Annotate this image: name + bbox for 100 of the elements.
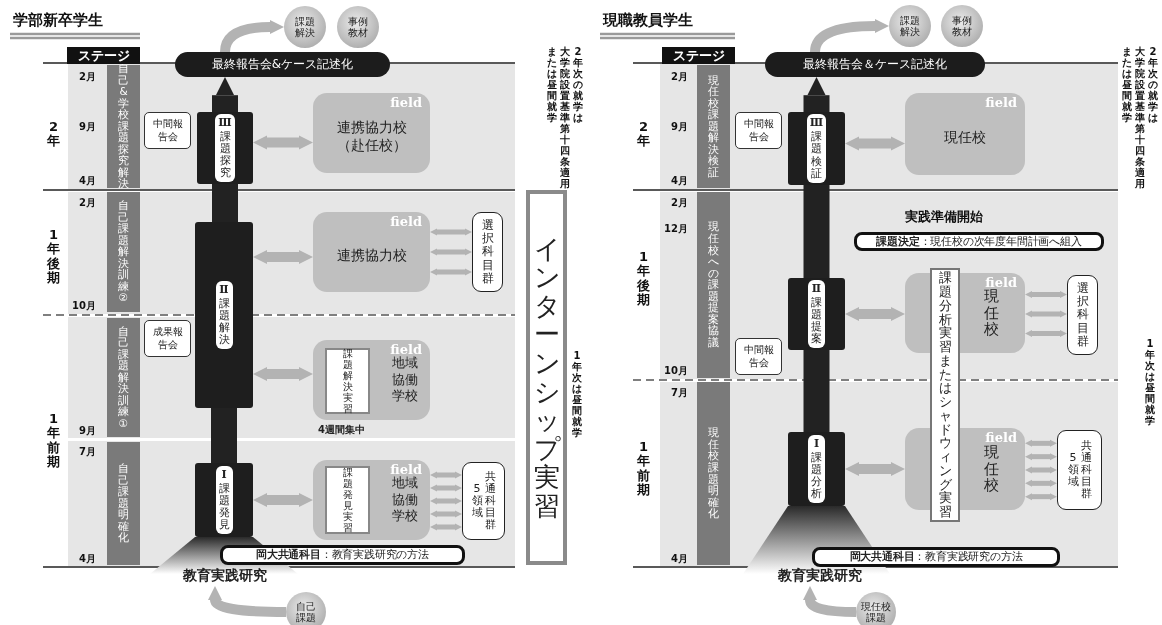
stage-bar [107, 442, 140, 565]
panel-title: 現職教員学生 [603, 11, 693, 30]
double-arrow [1025, 310, 1067, 318]
month-label: 4月 [79, 174, 96, 188]
report-box [735, 112, 782, 149]
course-list-label: 5領域 [471, 482, 483, 520]
month-label: 9月 [671, 120, 688, 134]
double-arrow [845, 462, 905, 476]
stage-title: 自己課題解決訓練② [118, 200, 129, 304]
stage-title: 自己&学校課題探究解決 [118, 63, 129, 190]
report-label: 中間報告会 [152, 118, 183, 143]
field-tag: field [390, 215, 422, 230]
course-pill [854, 232, 1104, 251]
outcome-circle [941, 5, 983, 47]
double-arrow [430, 268, 472, 276]
curved-arrow [803, 586, 857, 617]
report-label: 成果報告会 [152, 326, 183, 351]
stage-bar [107, 192, 140, 312]
outcome-circle [856, 592, 896, 625]
double-arrow [1025, 330, 1067, 337]
course-list-box [1067, 275, 1098, 355]
stage-block [197, 112, 253, 184]
note-text: または昼間就学 [1122, 46, 1132, 123]
practice-box [930, 268, 960, 522]
month-label: 2月 [671, 196, 688, 210]
circle-label: 事例教材 [952, 15, 972, 37]
month-label: 10月 [664, 364, 688, 378]
stage-title: 自己課題明確化 [118, 463, 129, 544]
double-arrow [253, 493, 313, 507]
field-tag: field [985, 96, 1017, 111]
pill-label: 最終報告会&ケース記述化 [211, 56, 354, 73]
report-label: 中間報告会 [743, 118, 774, 143]
research-heading: 教育実践研究 [183, 567, 267, 585]
stage-bar [107, 318, 140, 437]
stage-block [788, 432, 845, 506]
field-box [313, 460, 430, 540]
course-list-label: 共通科目群 [484, 470, 496, 532]
period-label: 1年後期 [637, 250, 650, 308]
stage-numeral: Ⅲ [809, 117, 824, 130]
stage-title: 現任校課題解決検証 [708, 74, 719, 179]
month-label: 7月 [671, 386, 688, 400]
outcome-circle [889, 5, 931, 47]
arrow [803, 77, 830, 112]
curved-arrow [810, 19, 889, 53]
connector-line [803, 185, 830, 278]
month-label: 4月 [79, 552, 96, 566]
period-label: 1年前期 [47, 412, 60, 470]
field-box [905, 93, 1025, 175]
field-name: 地域協働学校 [392, 354, 418, 406]
connector-line [803, 350, 830, 432]
double-arrow [430, 228, 472, 236]
double-arrow [430, 510, 462, 518]
double-arrow [1025, 493, 1057, 501]
double-arrow [430, 497, 462, 505]
double-arrow [430, 523, 462, 531]
stage-header: ステージ [662, 47, 735, 64]
note-text: 1年次は昼間就学 [1145, 338, 1155, 426]
stage-bar [697, 65, 730, 188]
outcome-circle [286, 592, 326, 625]
month-label: 4月 [671, 552, 688, 566]
outcome-circle [337, 6, 379, 48]
report-box [144, 320, 191, 357]
month-label: 2月 [79, 196, 96, 210]
final-report-pill [175, 52, 390, 77]
note-text: 2年次の就学は [1148, 46, 1158, 123]
note-text: 大学院設置基準第十四条適用 [560, 46, 570, 189]
course-label: 岡大共通科目：教育実践研究の方法 [849, 550, 1023, 564]
note-text: 大学院設置基準第十四条適用 [1135, 46, 1145, 189]
stage-block [788, 112, 845, 185]
stage-numeral: Ⅱ [219, 283, 229, 296]
stage-numeral: Ⅰ [813, 437, 820, 450]
stage-title: 現任校への課題提案協議 [708, 221, 719, 349]
field-name: 地域協働学校 [392, 474, 418, 526]
stage-block [788, 278, 845, 350]
report-box [735, 338, 782, 375]
stage-bar [697, 382, 730, 565]
circle-label: 現任校課題 [861, 601, 891, 623]
field-name: 現任校 [944, 127, 986, 147]
stage-title: 自己課題解決訓練① [118, 325, 129, 430]
report-label: 中間報告会 [743, 344, 774, 369]
pill-label: 最終報告会＆ケース記述化 [803, 56, 947, 73]
phase-note: 実践準備開始 [905, 208, 983, 226]
stage-title: 現任校課題明確化 [708, 427, 719, 520]
month-label: 2月 [671, 70, 688, 84]
stage-label: 課題探究 [219, 130, 231, 180]
stage-block [195, 222, 253, 408]
month-label: 9月 [79, 120, 96, 134]
period-label: 1年後期 [47, 228, 60, 286]
stage-numeral: Ⅱ [811, 282, 822, 295]
curved-arrow [208, 586, 287, 617]
double-arrow [253, 135, 313, 150]
curved-arrow [220, 20, 284, 53]
final-report-pill [765, 52, 985, 77]
practice-box [325, 348, 370, 414]
double-arrow [253, 250, 313, 264]
course-label: 岡大共通科目：教育実践研究の方法 [256, 548, 429, 562]
note-text: または昼間就学 [547, 46, 557, 123]
field-box [313, 93, 430, 173]
field-tag: field [985, 431, 1017, 446]
course-pill [220, 545, 465, 565]
